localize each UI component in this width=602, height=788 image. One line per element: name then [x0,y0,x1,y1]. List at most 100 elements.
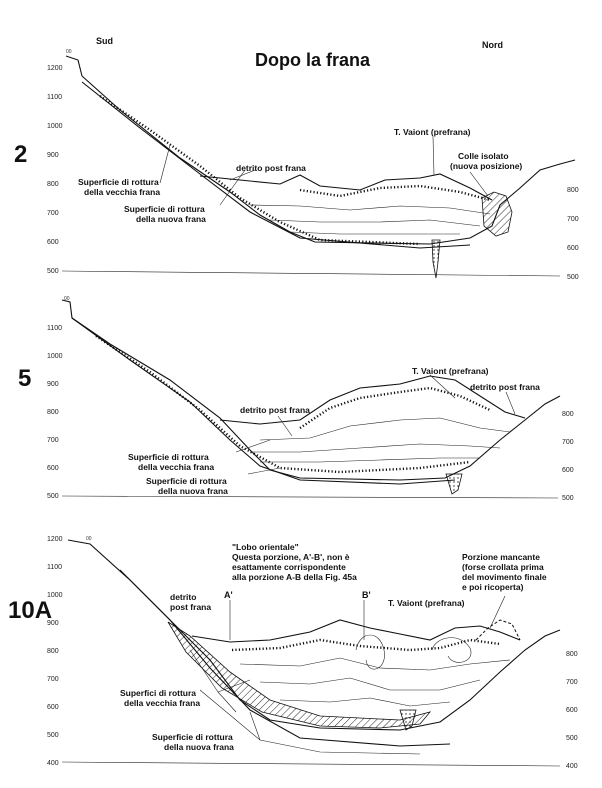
leader-line [505,391,516,415]
left-tick: 1000 [47,592,63,599]
new-rupture-surface [119,569,451,747]
top-marker: 00 [86,536,92,542]
right-tick: 700 [562,439,574,446]
left-tick: 400 [47,760,59,767]
section-10a-number: 10A [8,597,52,624]
right-tick: 600 [567,245,579,252]
base-line [61,495,559,499]
leader-line [432,136,435,176]
left-tick: 800 [47,409,59,416]
new-surface-label-2: della nuova frana [164,742,234,752]
missing-label-3: del movimento finale [462,572,547,582]
old-surface-label-2: della vecchia frana [138,462,214,472]
slide-layer [231,638,501,652]
missing-label-4: e poi ricoperta) [462,582,524,592]
left-tick: 1000 [47,353,63,360]
post-slide-debris-right-label: detrito post frana [470,382,540,392]
lobo-label-3: esattamente corrispondente [232,562,346,572]
section-5: 5 1100 1000 900 800 700 600 500 800 700 … [18,296,574,502]
new-rupture-surface-lower [199,689,421,755]
section-10a: 10A 1200 1100 1000 900 800 700 600 500 4… [8,536,578,770]
right-tick: 600 [566,707,578,714]
slide-layer [239,657,511,671]
slide-layer [299,184,491,202]
left-tick: 500 [47,268,59,275]
missing-label-1: Porzione mancante [462,552,540,562]
old-landslide-hatched-band [167,621,432,729]
slide-layer [250,443,501,453]
right-tick: 500 [562,495,574,502]
base-line [61,270,561,277]
section-5-right-axis: 800 700 600 500 [562,411,574,502]
left-tick: 700 [47,437,59,444]
lobo-label-4: alla porzione A-B della Fig. 45a [232,572,357,582]
new-rupture-surface [71,317,456,485]
leader-line [429,374,456,399]
leader-line [189,649,219,693]
left-tick: 700 [47,676,59,683]
left-tick: 900 [47,152,59,159]
left-tick: 1000 [47,123,63,130]
new-surface-label-2: della nuova frana [136,214,206,224]
b-prime-label: B' [362,590,371,600]
base-line [61,761,561,767]
left-tick: 600 [47,704,59,711]
colle-label-2: (nuova posizione) [450,161,522,171]
right-tick: 500 [566,735,578,742]
left-tick: 800 [47,648,59,655]
left-tick: 500 [47,493,59,500]
section-2-right-axis: 800 700 600 500 [567,187,579,281]
right-tick: 800 [567,187,579,194]
top-marker: 00 [64,296,70,302]
right-tick: 600 [562,467,574,474]
debris-label-2: post frana [170,602,211,612]
slide-layer [249,204,491,215]
left-tick: 600 [47,465,59,472]
slide-layer [259,417,511,441]
valley-plug [445,473,463,495]
missing-portion [475,619,521,641]
slide-mass-top [199,173,493,201]
terrain-profile [61,299,561,481]
slide-layer [299,386,491,429]
slide-layer [259,677,481,691]
left-tick: 700 [47,210,59,217]
leader-line [235,439,271,453]
colle-isolato-block [481,191,513,237]
slide-mass-top [219,375,526,425]
leader-line [217,679,251,693]
left-tick: 1100 [47,94,62,101]
leader-line [217,691,237,713]
section-2-number: 2 [14,141,27,168]
right-tick: 800 [566,651,578,658]
a-prime-label: A' [224,590,233,600]
leader-line [247,467,281,475]
slide-layer [260,457,480,463]
old-surfaces-label-2: della vecchia frana [124,698,200,708]
old-rupture-surface [95,335,471,474]
vaiont-label: T. Vaiont (prefrana) [412,366,489,376]
left-tick: 800 [47,181,59,188]
section-2: 2 1200 1100 1000 900 800 700 600 500 800… [14,49,579,281]
leader-line [229,169,256,181]
left-tick: 1100 [47,564,62,571]
left-tick: 600 [47,239,59,246]
new-surface-label-1: Superficie di rottura [152,732,233,742]
south-label: Sud [96,36,113,46]
right-tick: 400 [566,763,578,770]
left-tick: 1200 [47,536,63,543]
figure-title: Dopo la frana [255,50,371,70]
section-2-left-axis: 1200 1100 1000 900 800 700 600 500 [47,65,63,275]
new-surface-label-2: della nuova frana [158,486,228,496]
leader-line [489,595,506,629]
left-tick: 500 [47,732,59,739]
right-tick: 700 [566,679,578,686]
section-5-number: 5 [18,365,31,392]
vaiont-label: T. Vaiont (prefrana) [394,127,471,137]
lobo-label-1: "Lobo orientale" [232,542,299,552]
leader-line [277,415,293,437]
section-10a-left-axis: 1200 1100 1000 900 800 700 600 500 400 [47,536,63,767]
missing-label-2: (forse crollata prima [462,562,544,572]
lobo-label-2: Questa porzione, A'-B', non è [232,552,350,562]
